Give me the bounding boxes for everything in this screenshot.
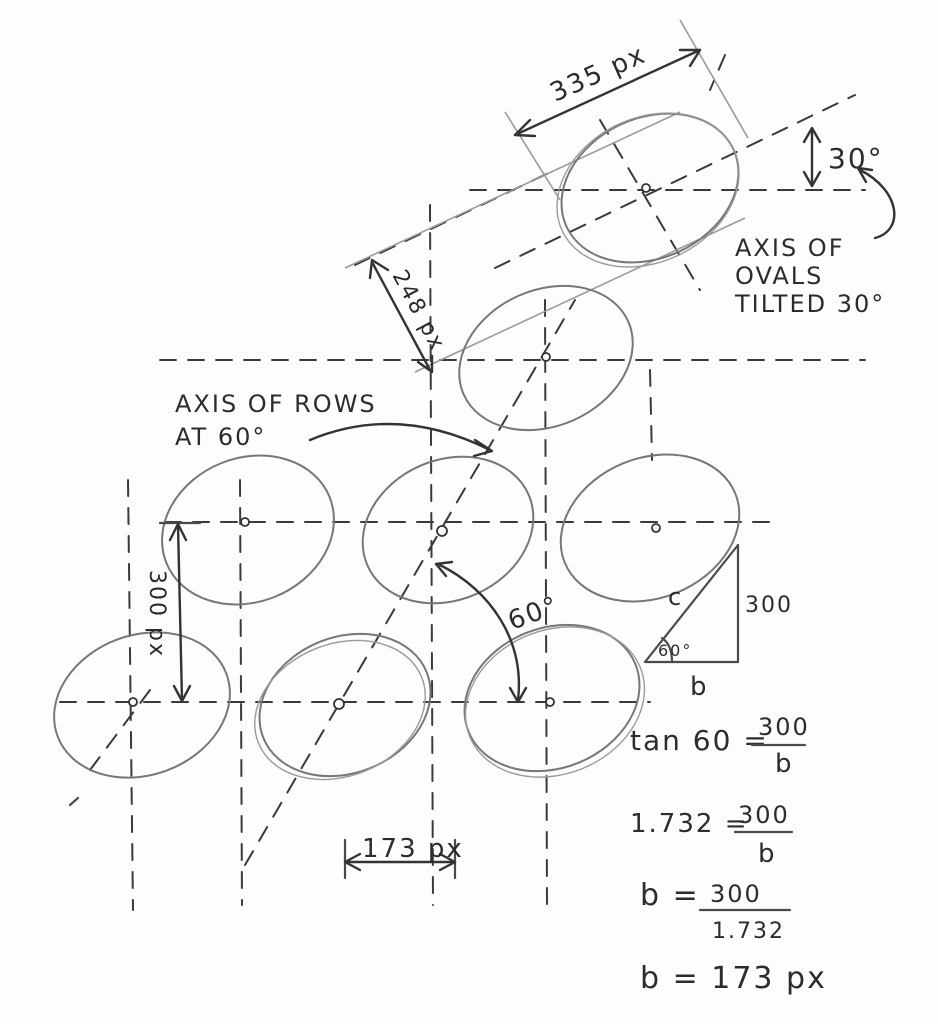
center-dot-row2 <box>541 352 551 362</box>
row-spacing-label: 248 px <box>387 266 450 355</box>
column-guide-1 <box>127 479 134 911</box>
right-triangle <box>643 543 740 664</box>
horizontal-spacing-head-left <box>343 852 362 872</box>
triangle-angle-arc <box>660 636 674 664</box>
horizontal-spacing-label: 173 px <box>362 834 464 864</box>
width-arrowhead-left <box>513 118 537 138</box>
rows-axis-60 <box>244 299 576 866</box>
tilt-angle-label: 30° <box>828 142 884 175</box>
angle-arc-head-top <box>434 560 454 578</box>
oval-axis-callout-head <box>856 166 874 184</box>
row-spacing-head-top <box>368 258 390 280</box>
center-dot-row4-left <box>128 697 138 707</box>
center-dot-row3-left <box>240 517 250 527</box>
oval-axis-note-line3: TILTED 30° <box>734 290 885 318</box>
oval-row3-right <box>559 453 741 603</box>
eq3-denominator: 1.732 <box>712 919 785 944</box>
eq1-left: tan 60 = <box>630 724 769 757</box>
oval-top <box>556 112 740 268</box>
oval-axis-note-line1: AXIS OF <box>735 234 845 262</box>
center-dot-top <box>641 183 651 193</box>
oval-axis-callout-arrow <box>858 168 896 240</box>
oval-row2 <box>458 284 634 432</box>
row-spacing-head-bottom <box>416 354 434 374</box>
top-right-diag <box>709 54 726 91</box>
triangle-hypotenuse-label: c <box>668 583 683 611</box>
center-dot-row4-middle <box>333 698 345 710</box>
oval-minor-axis-top <box>599 119 701 291</box>
tilt-arrowhead-top <box>802 126 822 144</box>
center-dot-row3-middle <box>436 525 448 537</box>
angle-arc-head-bottom <box>508 686 528 704</box>
column-guide-3 <box>429 204 434 906</box>
oval-row4-right <box>463 623 646 778</box>
triangle-height-label: 300 <box>745 593 793 618</box>
column-guide-4 <box>544 299 548 906</box>
eq1-denominator: b <box>775 749 794 779</box>
oval-row4-middle <box>254 632 432 781</box>
center-dot-row4-right <box>545 697 555 707</box>
column-guide-2 <box>239 479 243 906</box>
rows-axis-callout-arrow <box>308 422 492 452</box>
width-extension-right <box>679 19 749 139</box>
eq3-left: b = <box>640 878 700 913</box>
eq3-numerator: 300 <box>710 880 762 908</box>
row-spacing-arrow <box>370 260 432 372</box>
eq2-left: 1.732 = <box>630 809 748 839</box>
horizontal-spacing-head-right <box>438 852 457 872</box>
width-arrowhead-right <box>678 48 702 68</box>
triangle-base-label: b <box>690 672 709 702</box>
oval-row3-left <box>161 454 335 606</box>
rows-axis-callout-head <box>472 438 494 458</box>
vertical-spacing-label: 300 px <box>144 570 169 658</box>
vertical-spacing-head-bottom <box>172 684 192 703</box>
rows-axis-note-line2: AT 60° <box>175 423 266 451</box>
oval-axis-30-top <box>494 94 856 269</box>
left-lower-diag <box>89 689 151 771</box>
triangle-angle-label: 60° <box>658 641 692 660</box>
stray-mark <box>68 796 80 807</box>
width-extension-left <box>504 111 561 201</box>
angle-arc-arrow <box>438 563 521 702</box>
column-guide-5 <box>649 369 653 461</box>
eq4-result: b = 173 px <box>640 961 827 996</box>
oval-axis-note-line2: OVALS <box>735 262 823 290</box>
tilt-arrowhead-bottom <box>802 170 822 188</box>
oval-row3-middle <box>361 455 535 605</box>
vertical-spacing-head-top <box>168 522 188 542</box>
tangent-line-upper <box>344 111 681 269</box>
rows-axis-note-line1: AXIS OF ROWS <box>175 390 377 418</box>
width-dimension-arrow <box>513 48 702 137</box>
oval-row4-left <box>53 631 231 779</box>
eq2-numerator: 300 <box>738 801 790 829</box>
vertical-spacing-arrow <box>176 523 184 702</box>
eq2-denominator: b <box>758 839 777 869</box>
tangent-line-lower <box>414 217 746 373</box>
center-dot-row3-right <box>651 523 661 533</box>
eq1-numerator: 300 <box>758 713 810 741</box>
